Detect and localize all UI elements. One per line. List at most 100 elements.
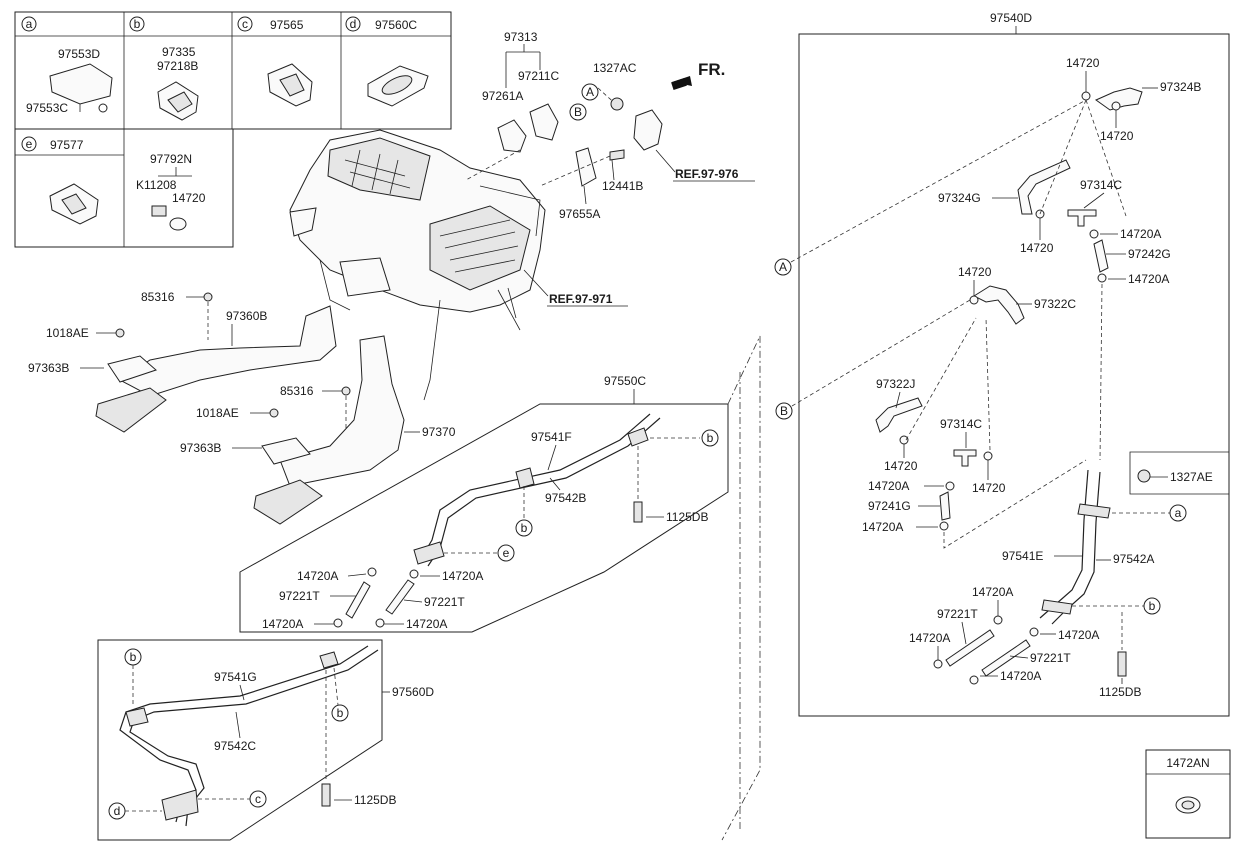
label-97363B-b: 97363B (180, 441, 221, 455)
hose-97324G (1017, 159, 1071, 215)
legend-cell-e[interactable]: e 97577 (21, 136, 99, 225)
label-14720A-g: 14720A (868, 479, 909, 493)
hose-97241G (939, 491, 951, 521)
label-14720-e: 14720 (884, 459, 918, 473)
bolt-part (609, 149, 625, 161)
clamp-icon (169, 217, 187, 231)
callout-b-4[interactable] (331, 704, 349, 722)
legend-part-97553D: 97553D (58, 47, 100, 61)
svg-text:A: A (779, 260, 787, 274)
legend-cell-clamp[interactable]: 97792N K11208 14720 (136, 152, 206, 231)
label-97241G: 97241G (868, 499, 911, 513)
label-97221T-d: 97221T (1030, 651, 1071, 665)
label-14720A-j: 14720A (909, 631, 950, 645)
direction-fr: FR. (698, 60, 725, 79)
callout-B-top[interactable] (569, 103, 587, 121)
label-14720A-d: 14720A (406, 617, 447, 631)
label-85316-a: 85316 (141, 290, 175, 304)
legend-letter-e: e (26, 137, 33, 151)
callout-a-1[interactable] (1169, 504, 1187, 522)
label-85316-b: 85316 (280, 384, 314, 398)
hose-97324B (1094, 87, 1143, 111)
block-icon (151, 205, 167, 217)
label-97324G: 97324G (938, 191, 981, 205)
outlet-97363B-b (253, 479, 323, 525)
hose-97322J (875, 397, 923, 433)
label-97560D: 97560D (392, 685, 434, 699)
label-1018AE-a: 1018AE (46, 326, 89, 340)
label-14720A-h: 14720A (862, 520, 903, 534)
legend-part-14720: 14720 (172, 191, 206, 205)
label-97541F: 97541F (531, 430, 572, 444)
label-97541G: 97541G (214, 670, 257, 684)
assembly-97550C: 97550C 97541F 97542B b 1125DB b e 14720A… (239, 374, 729, 633)
label-97655A: 97655A (559, 207, 600, 221)
label-97542A: 97542A (1113, 552, 1154, 566)
label-12441B: 12441B (602, 179, 643, 193)
duct-97370 (279, 335, 405, 487)
ref-97-976[interactable]: REF.97-976 (675, 167, 739, 181)
label-97541E: 97541E (1002, 549, 1043, 563)
legend-part-K11208: K11208 (136, 178, 177, 192)
bracket-icon (49, 63, 113, 105)
label-1125DB-b: 1125DB (354, 793, 396, 807)
label-14720-f: 14720 (972, 481, 1006, 495)
hose-97221T-b (385, 579, 415, 615)
svg-text:b: b (707, 431, 714, 445)
label-97322C: 97322C (1034, 297, 1076, 311)
legend-cell-a[interactable]: a 97553D 97553C (21, 16, 113, 115)
label-97211C: 97211C (518, 69, 559, 83)
legend-letter-b: b (134, 17, 141, 31)
legend-cell-c[interactable]: c 97565 (237, 16, 313, 107)
label-1125DB-a: 1125DB (666, 510, 708, 524)
label-97550C: 97550C (604, 374, 646, 388)
callout-b-1[interactable] (701, 429, 719, 447)
legend-letter-c: c (242, 17, 248, 31)
legend-part-97335: 97335 (162, 45, 196, 59)
bolt-part (1117, 651, 1127, 677)
svg-text:d: d (114, 804, 121, 818)
label-14720A-k: 14720A (1058, 628, 1099, 642)
assembly-97560D: 97560D 97541G 97542C b b c d 1125DB (97, 639, 434, 841)
outlet-97363B-a (95, 387, 167, 433)
legend-letter-d: d (350, 17, 357, 31)
assembly-97540D: 97540D 14720 97324B 14720 97324G 14720 9… (774, 11, 1230, 717)
label-97322J: 97322J (876, 377, 915, 391)
label-97221T-b: 97221T (424, 595, 465, 609)
svg-text:B: B (780, 404, 788, 418)
hose-97322C (972, 285, 1025, 325)
svg-text:c: c (255, 792, 261, 806)
corner-part-1472AN[interactable]: 1472AN (1145, 749, 1231, 839)
svg-text:e: e (503, 546, 510, 560)
seal-97655A (575, 147, 597, 187)
label-97221T-c: 97221T (937, 607, 978, 621)
callout-e-1[interactable] (497, 544, 515, 562)
svg-text:b: b (1149, 599, 1156, 613)
label-97540D: 97540D (990, 11, 1032, 25)
callout-B-right[interactable] (775, 402, 793, 420)
label-14720-a: 14720 (1066, 56, 1100, 70)
svg-text:b: b (521, 521, 528, 535)
legend-cell-b[interactable]: b 97335 97218B (129, 16, 199, 121)
label-97542C: 97542C (214, 739, 256, 753)
label-1327AC: 1327AC (593, 61, 637, 75)
legend-part-97565: 97565 (270, 18, 304, 32)
label-14720A-b: 14720A (442, 569, 483, 583)
label-97360B: 97360B (226, 309, 267, 323)
callout-b-2[interactable] (515, 519, 533, 537)
label-97261A: 97261A (482, 89, 523, 103)
gasket-part (497, 119, 527, 153)
legend-cell-d[interactable]: d 97560C (345, 16, 429, 107)
hose-97221T-c (945, 629, 995, 667)
label-14720A-i: 14720A (972, 585, 1013, 599)
callout-A-top[interactable] (581, 83, 599, 101)
label-1327AE: 1327AE (1170, 470, 1213, 484)
seal-part (529, 103, 559, 141)
svg-text:A: A (586, 85, 594, 99)
label-14720A-c: 14720A (262, 617, 303, 631)
legend-part-97792N: 97792N (150, 152, 192, 166)
callout-b-5[interactable] (1143, 597, 1161, 615)
callout-A-right[interactable] (774, 258, 792, 276)
ref-97-971[interactable]: REF.97-971 (549, 292, 613, 306)
